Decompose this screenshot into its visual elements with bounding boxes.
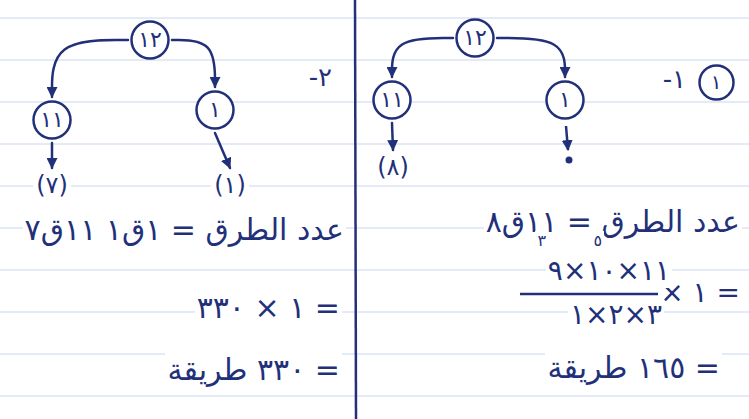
cancel-note: ٥ [591, 231, 604, 250]
circle-outline [547, 82, 584, 119]
circled-number: ١ [698, 64, 735, 101]
node-text: ١ [559, 87, 571, 112]
node-text: (٧) [36, 172, 68, 200]
divider-line [355, 0, 356, 419]
circled-number: ١ [545, 80, 585, 120]
fraction-denominator: ٣×٢×١ [568, 298, 664, 332]
circle-outline [699, 65, 733, 99]
part-number: ٢- [307, 62, 334, 93]
ruled-line [0, 396, 749, 397]
count-label: (١) [211, 171, 249, 201]
equation-line: عدد الطرق = ١١ق٨ [484, 204, 742, 240]
circled-number: ١٢ [455, 18, 495, 58]
node-text: (٨) [377, 154, 409, 182]
equation-line: عدد الطرق = ١ق١ ١١ق٧ [23, 212, 346, 248]
node-text: (١) [214, 172, 246, 200]
fraction-bar [520, 293, 676, 296]
fraction-numerator: ١١×١٠×٩ [546, 254, 672, 288]
tree-arrow [497, 38, 565, 77]
ruled-line [0, 144, 749, 145]
node-text: ١١ [380, 87, 404, 112]
arrow-to-dot [566, 126, 568, 150]
node-text: ١٢ [463, 25, 487, 50]
node-text: ١١ [40, 107, 64, 132]
equation-line: = ١ × ٣٣٠ [195, 290, 342, 326]
node-text: ١ [209, 97, 221, 122]
ruled-line [0, 60, 749, 61]
circled-number: ١ [195, 90, 235, 130]
tree-arrow [51, 143, 54, 168]
circle-outline [457, 20, 494, 57]
node-text: ١٢ [138, 27, 162, 52]
end-dot [566, 157, 573, 164]
circled-number: ١٢ [130, 20, 170, 60]
circle-outline [34, 102, 71, 139]
circled-number: ١١ [372, 80, 412, 120]
node-text: ١ [711, 71, 722, 94]
tree-arrow [172, 40, 215, 87]
ruled-lines [0, 18, 749, 396]
part-number: ١- [661, 64, 688, 95]
count-label: (٨) [374, 153, 412, 183]
tree-arrow [215, 133, 230, 168]
ruled-line [0, 18, 749, 19]
circle-outline [374, 82, 411, 119]
tree-arrow [392, 123, 393, 150]
circle-outline [132, 22, 169, 59]
result-line: = ١٦٥ طريقة [545, 350, 722, 386]
circle-outline [197, 92, 234, 129]
tree-arrow [392, 38, 453, 77]
result-line: = ٣٣٠ طريقة [165, 352, 342, 388]
ruled-line [0, 186, 749, 187]
count-label: (٧) [33, 171, 71, 201]
tree-arrow [52, 40, 128, 97]
cancel-note: ٣ [535, 231, 548, 250]
circled-number: ١١ [32, 100, 72, 140]
